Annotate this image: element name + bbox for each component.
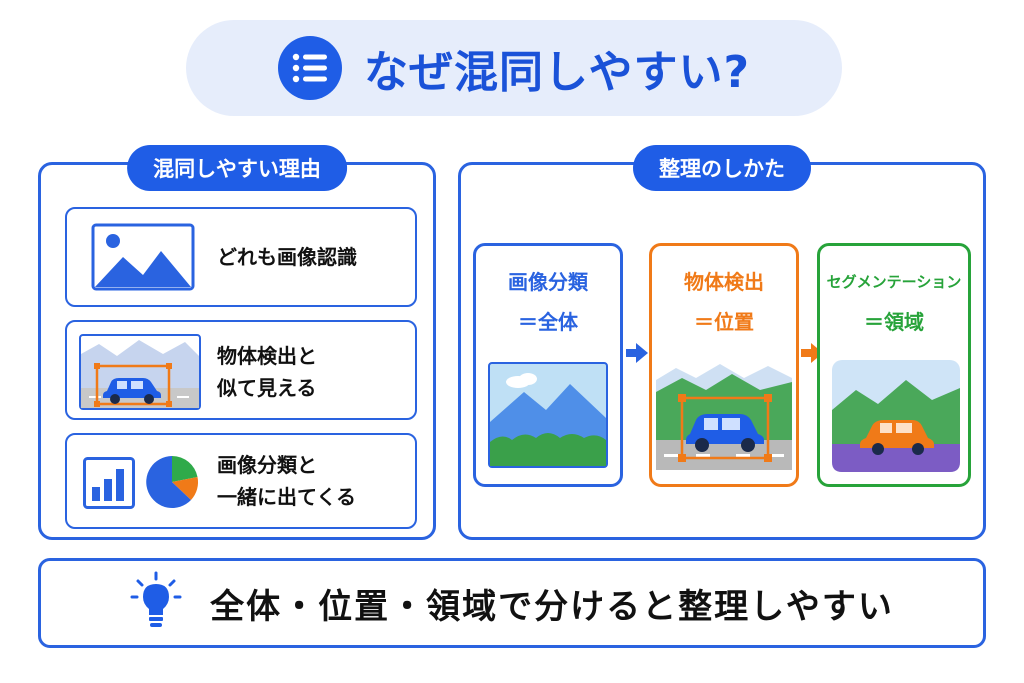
- arrow-right-icon: [626, 343, 648, 367]
- list-icon: [277, 36, 342, 100]
- step-subtitle: ＝全体: [518, 310, 578, 334]
- step-detection: 物体検出 ＝位置: [649, 243, 799, 487]
- reason-item: 画像分類と 一緒に出てくる: [65, 433, 417, 529]
- step-segmentation: セグメンテーション ＝領域: [817, 243, 971, 487]
- pie-chart-icon: [143, 453, 201, 515]
- conclusion-bar: 全体・位置・領域で分けると整理しやすい: [38, 558, 986, 648]
- segmentation-car-icon: [832, 360, 960, 476]
- reason-text: どれも画像認識: [217, 245, 357, 269]
- reason-text: 物体検出と 似て見える: [217, 344, 317, 400]
- reasons-panel-label: 混同しやすい理由: [127, 145, 347, 191]
- step-title: 画像分類: [508, 270, 588, 294]
- title-banner: なぜ混同しやすい?: [186, 20, 842, 116]
- lightbulb-icon: [130, 571, 182, 635]
- step-title: セグメンテーション: [826, 273, 962, 291]
- page-title: なぜ混同しやすい?: [363, 47, 751, 98]
- organize-panel: 整理のしかた 画像分類 ＝全体 物体検出 ＝位置: [458, 145, 986, 540]
- reason-item: 物体検出と 似て見える: [65, 320, 417, 420]
- landscape-icon: [488, 362, 608, 472]
- reasons-panel: 混同しやすい理由 どれも画像認識: [38, 145, 436, 540]
- detection-car-icon: [656, 360, 792, 474]
- step-title: 物体検出: [684, 270, 764, 294]
- reason-item: どれも画像認識: [65, 207, 417, 307]
- step-classification: 画像分類 ＝全体: [473, 243, 623, 487]
- reason-text: 画像分類と 一緒に出てくる: [217, 453, 356, 509]
- bar-chart-icon: [83, 457, 135, 513]
- step-subtitle: ＝領域: [864, 310, 924, 334]
- step-subtitle: ＝位置: [694, 310, 754, 334]
- bounding-box-car-icon: [79, 334, 201, 414]
- image-icon: [91, 223, 195, 295]
- conclusion-text: 全体・位置・領域で分けると整理しやすい: [210, 586, 894, 627]
- organize-panel-label: 整理のしかた: [633, 145, 811, 191]
